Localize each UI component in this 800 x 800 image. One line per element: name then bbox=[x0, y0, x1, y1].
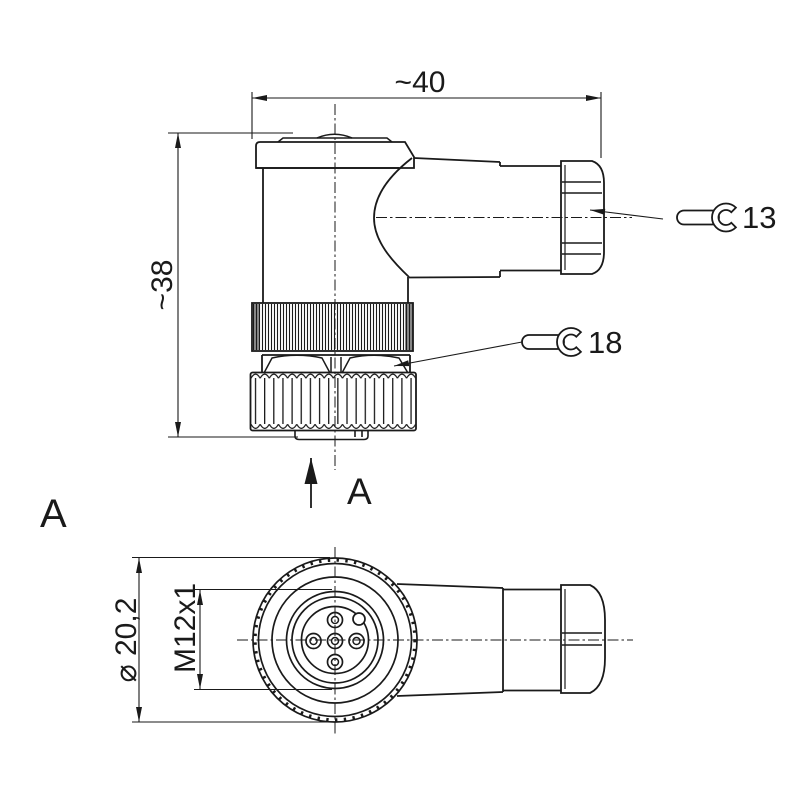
leader-line bbox=[393, 341, 523, 367]
pin-right bbox=[348, 632, 365, 650]
fine-knurl-ring bbox=[251, 302, 414, 352]
wrench-13-callout bbox=[589, 202, 738, 233]
coding-notch bbox=[352, 612, 366, 626]
dim-thread bbox=[194, 588, 332, 691]
rear-body-outline bbox=[396, 583, 561, 697]
dim-diameter bbox=[132, 556, 330, 723]
side-view bbox=[168, 92, 738, 508]
wrench-13-label: 13 bbox=[742, 200, 776, 235]
center-lines-side bbox=[334, 104, 632, 470]
body-transition-curve bbox=[373, 157, 413, 278]
body-outline bbox=[256, 157, 413, 303]
wrench-icon bbox=[676, 202, 738, 233]
pin-sockets bbox=[305, 611, 365, 671]
coupling-nut bbox=[249, 371, 417, 432]
wrench-18-callout bbox=[393, 327, 583, 367]
coupling-nut-tip bbox=[294, 430, 369, 441]
wrench-icon bbox=[521, 327, 583, 357]
dim-width-label: ~40 bbox=[395, 66, 446, 99]
gland-hex-nut-13 bbox=[560, 160, 605, 275]
gland-hex-nut-rear bbox=[560, 584, 606, 694]
dim-height-label: ~38 bbox=[146, 260, 179, 311]
center-lines-section bbox=[237, 547, 633, 734]
pin-left bbox=[305, 632, 322, 650]
wrench-18-label: 18 bbox=[588, 325, 622, 360]
dim-diameter-label: ⌀ 20,2 bbox=[110, 598, 143, 683]
dim-width bbox=[251, 92, 602, 158]
section-view bbox=[132, 547, 633, 734]
gland-cylinder bbox=[500, 165, 561, 272]
leader-line bbox=[589, 208, 664, 220]
view-label: A bbox=[40, 492, 67, 536]
dim-thread-label: M12x1 bbox=[169, 583, 202, 673]
hex-flats-18 bbox=[261, 354, 411, 374]
section-arrow-label: A bbox=[347, 471, 372, 512]
dim-height bbox=[168, 132, 298, 438]
